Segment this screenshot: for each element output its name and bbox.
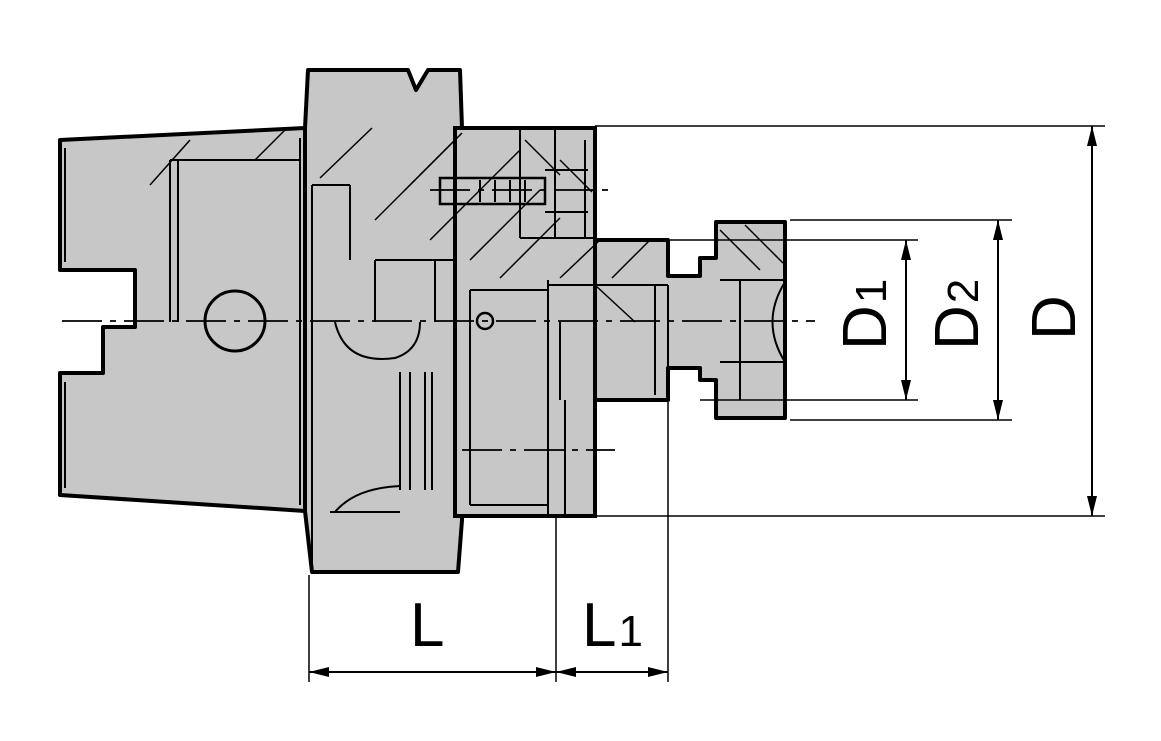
dim-label-d2-main: D [923, 305, 992, 350]
dim-label-d1: D1 [831, 279, 900, 350]
arbor-spigot [593, 220, 787, 420]
section-hatching [149, 127, 784, 323]
dim-label-d2-sub: 2 [939, 279, 988, 303]
dim-label-d: D [1020, 295, 1089, 340]
center-lines [62, 189, 815, 451]
dim-label-d2: D2 [923, 279, 992, 350]
taper-shank [58, 126, 307, 513]
dimension-lines [309, 126, 1097, 677]
dim-label-l1-main: L [582, 591, 616, 660]
dim-label-d1-sub: 1 [847, 279, 896, 303]
dim-label-l1-sub: 1 [618, 607, 642, 656]
extension-lines [308, 125, 1105, 682]
dim-label-l1: L1 [582, 591, 643, 660]
dim-label-l-main: L [410, 591, 444, 660]
dim-label-l: L [410, 591, 444, 660]
dim-label-d-main: D [1020, 295, 1089, 340]
internal-details [64, 128, 786, 565]
dim-label-d1-main: D [831, 305, 900, 350]
